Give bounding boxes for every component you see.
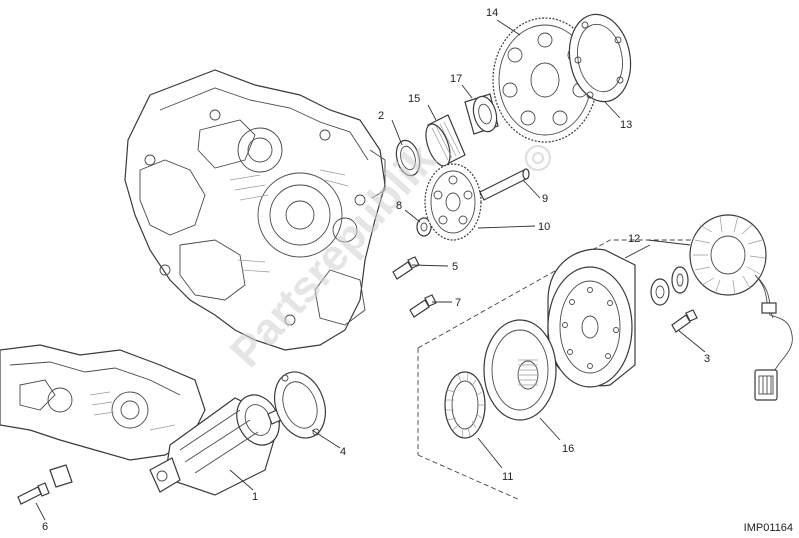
diagram-reference-code: IMP01164 [743, 522, 793, 534]
rotor-flywheel [547, 248, 636, 388]
callout-4: 4 [340, 446, 346, 458]
screw-3 [671, 309, 698, 333]
callout-9: 9 [542, 193, 548, 205]
screw-5 [392, 256, 420, 280]
callout-5: 5 [452, 261, 458, 273]
callout-11: 11 [502, 471, 513, 483]
engine-crankcase [124, 69, 386, 351]
callout-12: 12 [628, 233, 640, 245]
starter-bolt [17, 482, 50, 505]
intermediate-gear-10 [424, 163, 482, 241]
callout-2: 2 [378, 110, 384, 122]
callout-3: 3 [704, 353, 710, 365]
engine-lower-housing [0, 344, 206, 461]
bushing-17 [464, 93, 499, 135]
callout-8: 8 [396, 200, 402, 212]
one-way-clutch-11 [444, 371, 486, 439]
callout-14: 14 [486, 7, 498, 19]
shaft-9 [479, 168, 530, 201]
callout-7: 7 [455, 297, 461, 309]
callout-labels: 1 2 3 4 5 6 7 8 9 10 11 12 13 14 15 16 1… [42, 7, 710, 533]
starter-motor [149, 394, 295, 496]
washer-2 [395, 139, 421, 177]
screw-7 [409, 294, 437, 318]
needle-bearing-15 [425, 114, 466, 167]
callout-15: 15 [408, 93, 420, 105]
stator-12 [689, 214, 767, 296]
starter-spacer [49, 464, 73, 488]
callout-17: 17 [450, 73, 462, 85]
starter-gasket [274, 371, 326, 439]
stator-wiring [754, 274, 793, 371]
callout-13: 13 [620, 119, 632, 131]
flange-plate-13 [568, 13, 632, 103]
callout-16: 16 [562, 443, 574, 455]
stator-connector [754, 369, 778, 401]
starter-clutch-housing-16 [483, 319, 557, 421]
callout-6: 6 [42, 521, 48, 533]
stator-washer [650, 278, 670, 306]
stator-spacer [671, 266, 689, 294]
callout-1: 1 [252, 491, 258, 503]
callout-10: 10 [538, 221, 550, 233]
washer-8 [416, 217, 432, 237]
leader-lines [35, 19, 706, 521]
